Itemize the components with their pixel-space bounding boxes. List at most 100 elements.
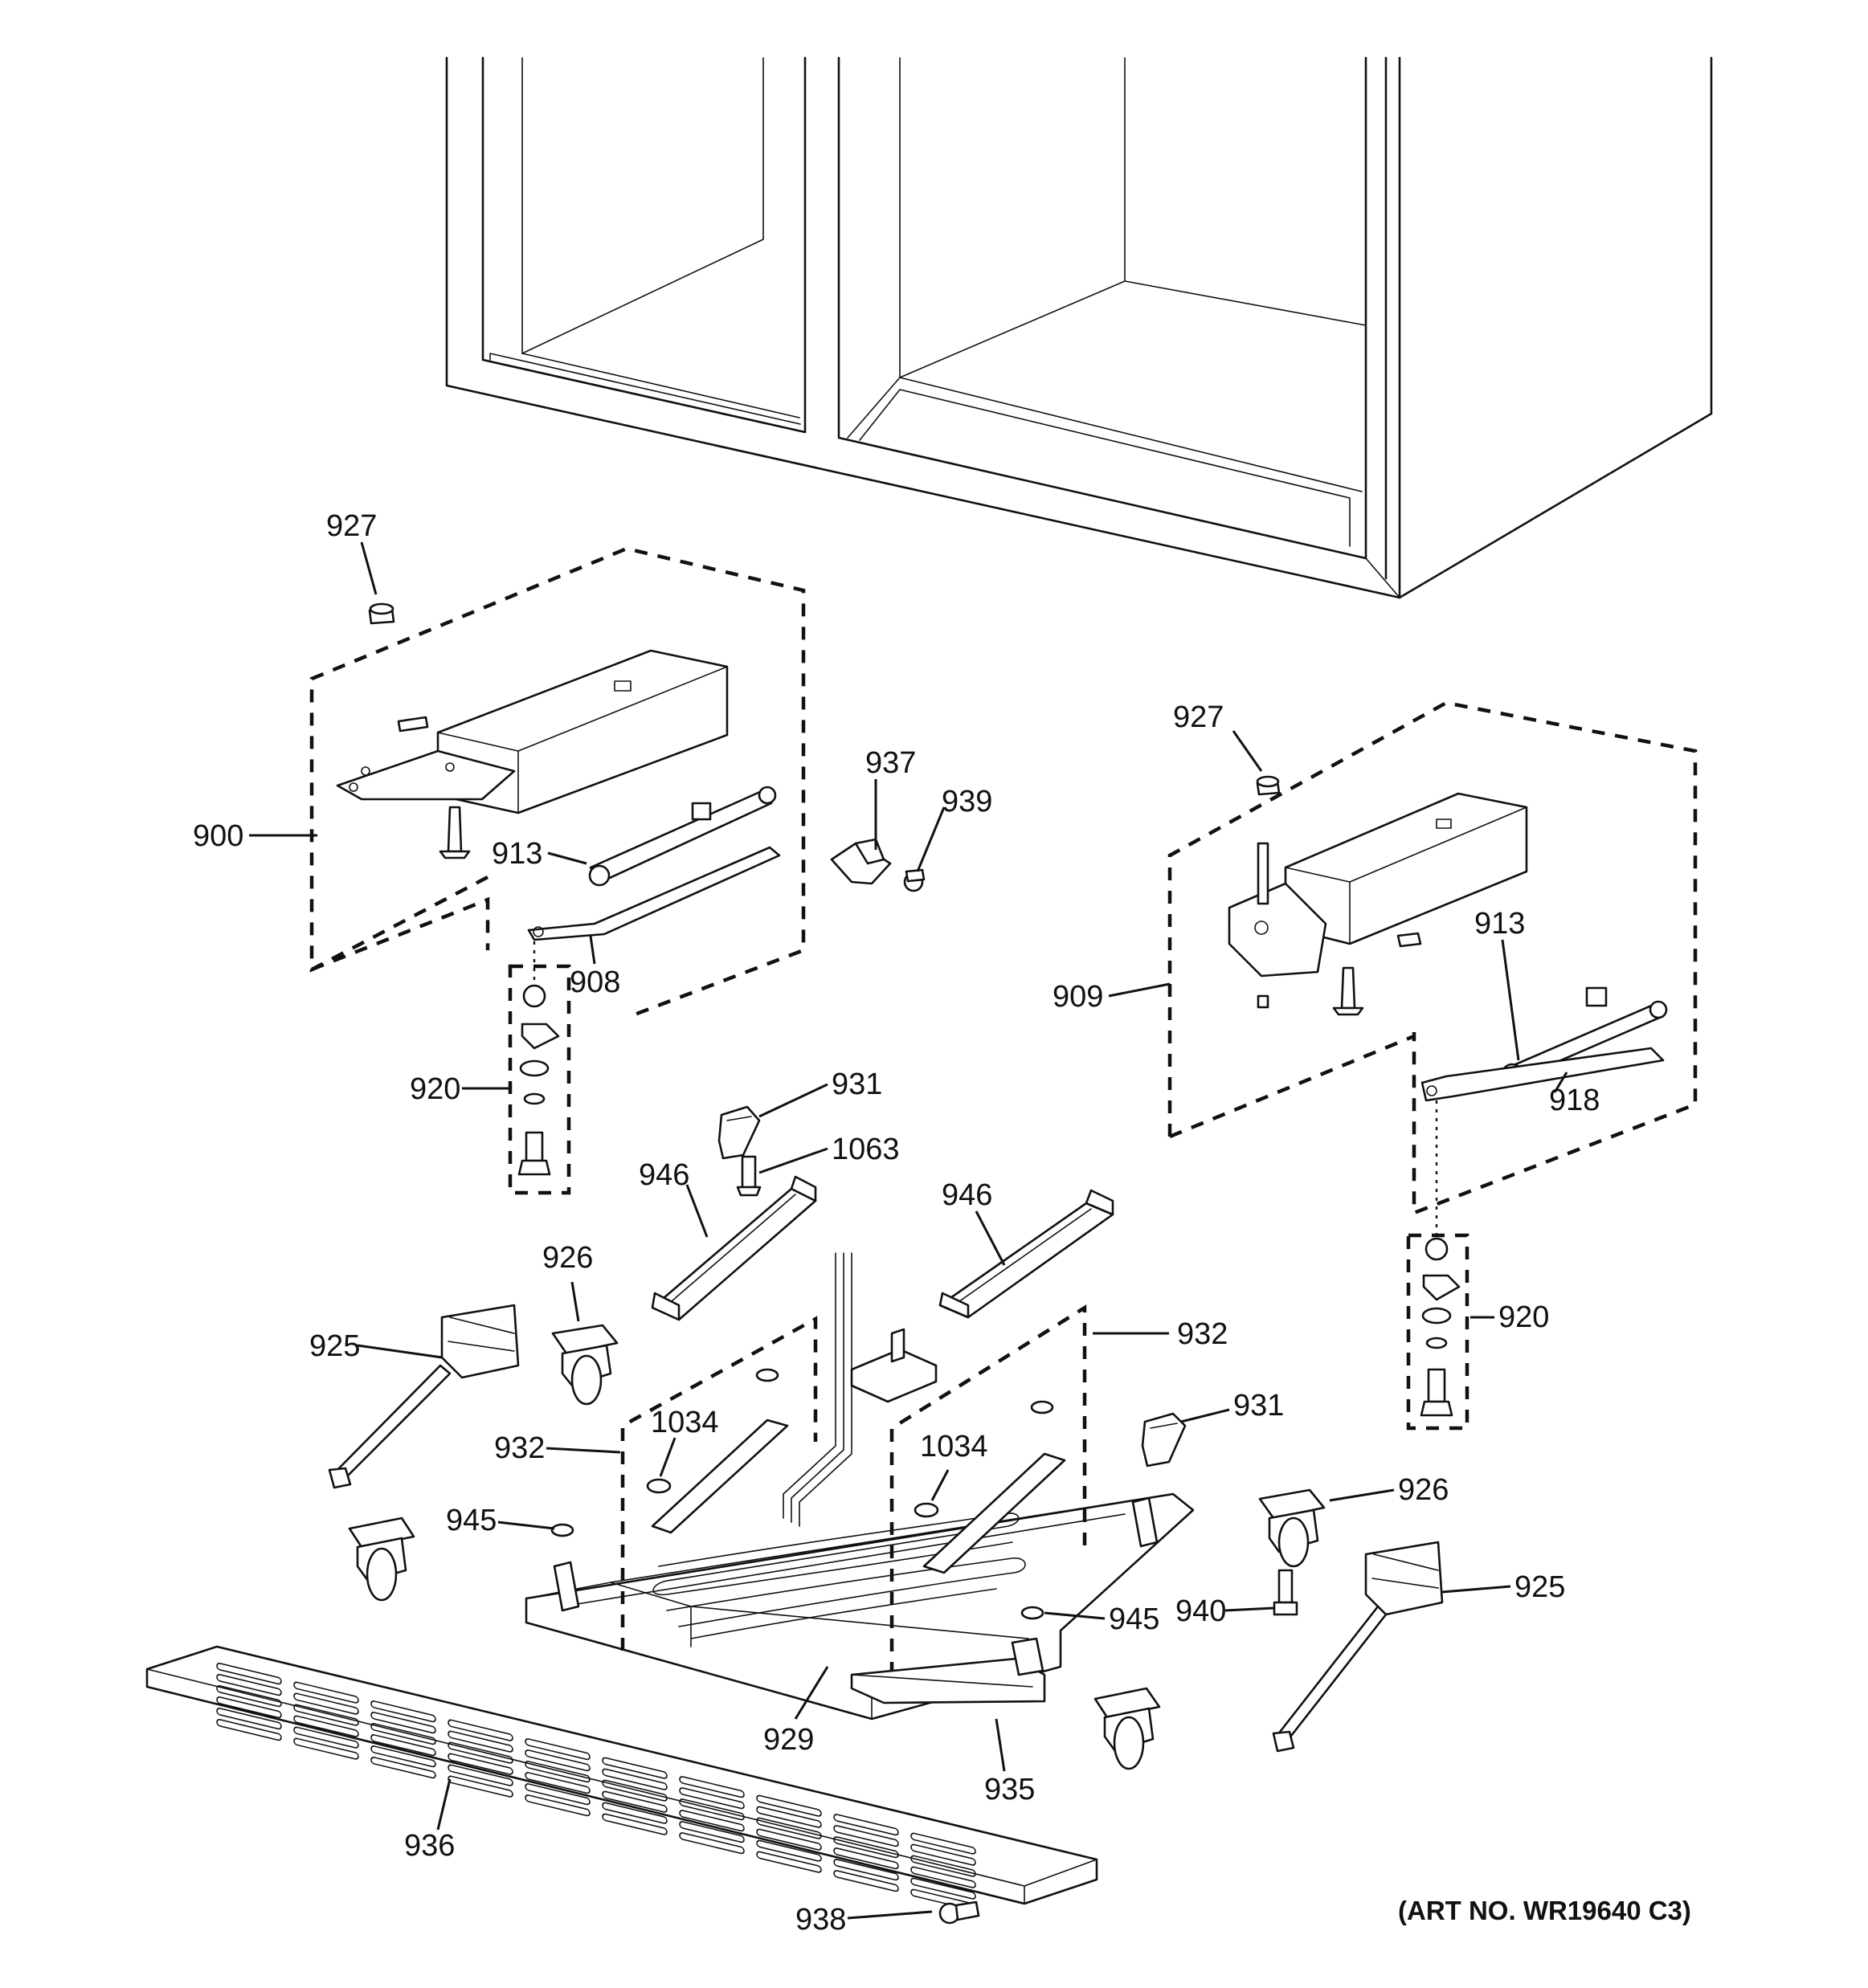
grille-slot (216, 1674, 282, 1696)
callout-920-right: 920 (1498, 1300, 1549, 1334)
grille-slot (602, 1779, 668, 1802)
kickplate-grille (145, 1645, 1098, 1911)
callout-913-left: 913 (492, 837, 542, 871)
grille-slot (448, 1730, 513, 1753)
callout-946-left: 946 (639, 1158, 689, 1192)
callout-946-right: 946 (942, 1178, 992, 1212)
grille-slot (293, 1692, 359, 1715)
callout-945-right: 945 (1109, 1602, 1159, 1636)
callout-908: 908 (570, 965, 620, 999)
grille-slot (756, 1851, 822, 1873)
callout-932-left: 932 (494, 1431, 545, 1465)
grille-slot (448, 1719, 513, 1741)
mounting-groups (620, 1304, 1087, 1675)
grille-slot (910, 1855, 976, 1877)
grille-slot (910, 1843, 976, 1866)
callout-920-left: 920 (410, 1072, 460, 1106)
bracket-and-screw (830, 838, 926, 892)
grille-slot (602, 1768, 668, 1790)
callout-927-right: 927 (1173, 700, 1224, 734)
casters-and-levelers (328, 1304, 1444, 1770)
grille-slot (525, 1772, 591, 1794)
callout-926-right: 926 (1398, 1473, 1449, 1507)
grille-slot (525, 1761, 591, 1783)
callout-1063: 1063 (832, 1133, 900, 1166)
grille-slot (216, 1663, 282, 1685)
callout-937: 937 (865, 746, 916, 780)
grille-slot (370, 1700, 436, 1723)
left-hinge-assembly (309, 546, 806, 1017)
callout-940: 940 (1175, 1594, 1226, 1628)
callout-918: 918 (1549, 1084, 1600, 1117)
grille-slot (602, 1790, 668, 1813)
callout-926-left: 926 (542, 1241, 593, 1275)
grille-slot (602, 1802, 668, 1824)
grille-slot (602, 1757, 668, 1779)
grille-slot (679, 1787, 745, 1810)
grille-slot (293, 1704, 359, 1726)
grille-slot (293, 1715, 359, 1737)
grille-slot (525, 1749, 591, 1772)
grille-slot (216, 1696, 282, 1719)
callout-938: 938 (795, 1903, 846, 1937)
callout-925-left: 925 (309, 1329, 360, 1363)
grille-slot (293, 1726, 359, 1749)
callout-1034-left: 1034 (651, 1406, 719, 1439)
grille-slot (448, 1775, 513, 1798)
grille-slot (448, 1753, 513, 1775)
grille-slot (525, 1794, 591, 1817)
grille-slot (910, 1866, 976, 1888)
callout-927-left: 927 (326, 509, 377, 543)
grille-slot (293, 1681, 359, 1704)
callout-939: 939 (942, 785, 992, 818)
callout-1034-right: 1034 (920, 1430, 988, 1463)
grille-slot (216, 1719, 282, 1741)
callout-931-top: 931 (832, 1067, 882, 1101)
callout-913-right: 913 (1474, 907, 1525, 941)
hinge-hardware-left (508, 941, 571, 1195)
grille-slot (525, 1783, 591, 1806)
grille-slot (370, 1745, 436, 1768)
grille-slot (216, 1708, 282, 1730)
grille-slot (833, 1859, 899, 1881)
covers-and-screws (717, 1105, 1187, 1468)
grille-slot (448, 1741, 513, 1764)
grille-slot (679, 1798, 745, 1821)
callout-932-right: 932 (1177, 1317, 1228, 1351)
grille-slot (833, 1870, 899, 1892)
grille-slot (679, 1810, 745, 1832)
callout-945-left: 945 (446, 1504, 497, 1537)
grille-slot (216, 1685, 282, 1708)
grille-slot (756, 1828, 822, 1851)
callout-labels: 927 900 913 937 939 908 909 927 913 918 … (193, 509, 1691, 1937)
grille-slot (833, 1836, 899, 1859)
grille-slot (833, 1847, 899, 1870)
grille-slot (370, 1757, 436, 1779)
grille-slot (448, 1764, 513, 1786)
grille-slot (293, 1737, 359, 1760)
callout-935: 935 (984, 1773, 1035, 1806)
grille-slot (756, 1839, 822, 1862)
grille-slot (679, 1832, 745, 1855)
hinge-hardware-right (1406, 1100, 1469, 1431)
art-number: (ART NO. WR19640 C3) (1398, 1896, 1691, 1925)
callout-936: 936 (404, 1829, 455, 1863)
callout-925-right: 925 (1514, 1570, 1565, 1604)
grille-slot (602, 1813, 668, 1835)
grille-slot (370, 1712, 436, 1734)
grille-slot (370, 1723, 436, 1745)
grille-slot (756, 1794, 822, 1817)
grille-slot (756, 1817, 822, 1839)
toe-kick-grille-right (850, 1637, 1046, 1704)
right-hinge-assembly (1167, 700, 1698, 1215)
grille-slot (679, 1821, 745, 1843)
callout-900: 900 (193, 819, 243, 853)
grille-slot (756, 1806, 822, 1828)
rails (651, 1175, 1114, 1321)
callout-929: 929 (763, 1723, 814, 1757)
grille-slot (833, 1814, 899, 1836)
callout-909: 909 (1053, 980, 1103, 1014)
screws (938, 1569, 1298, 1925)
grommets-and-clips (550, 1328, 1066, 1620)
